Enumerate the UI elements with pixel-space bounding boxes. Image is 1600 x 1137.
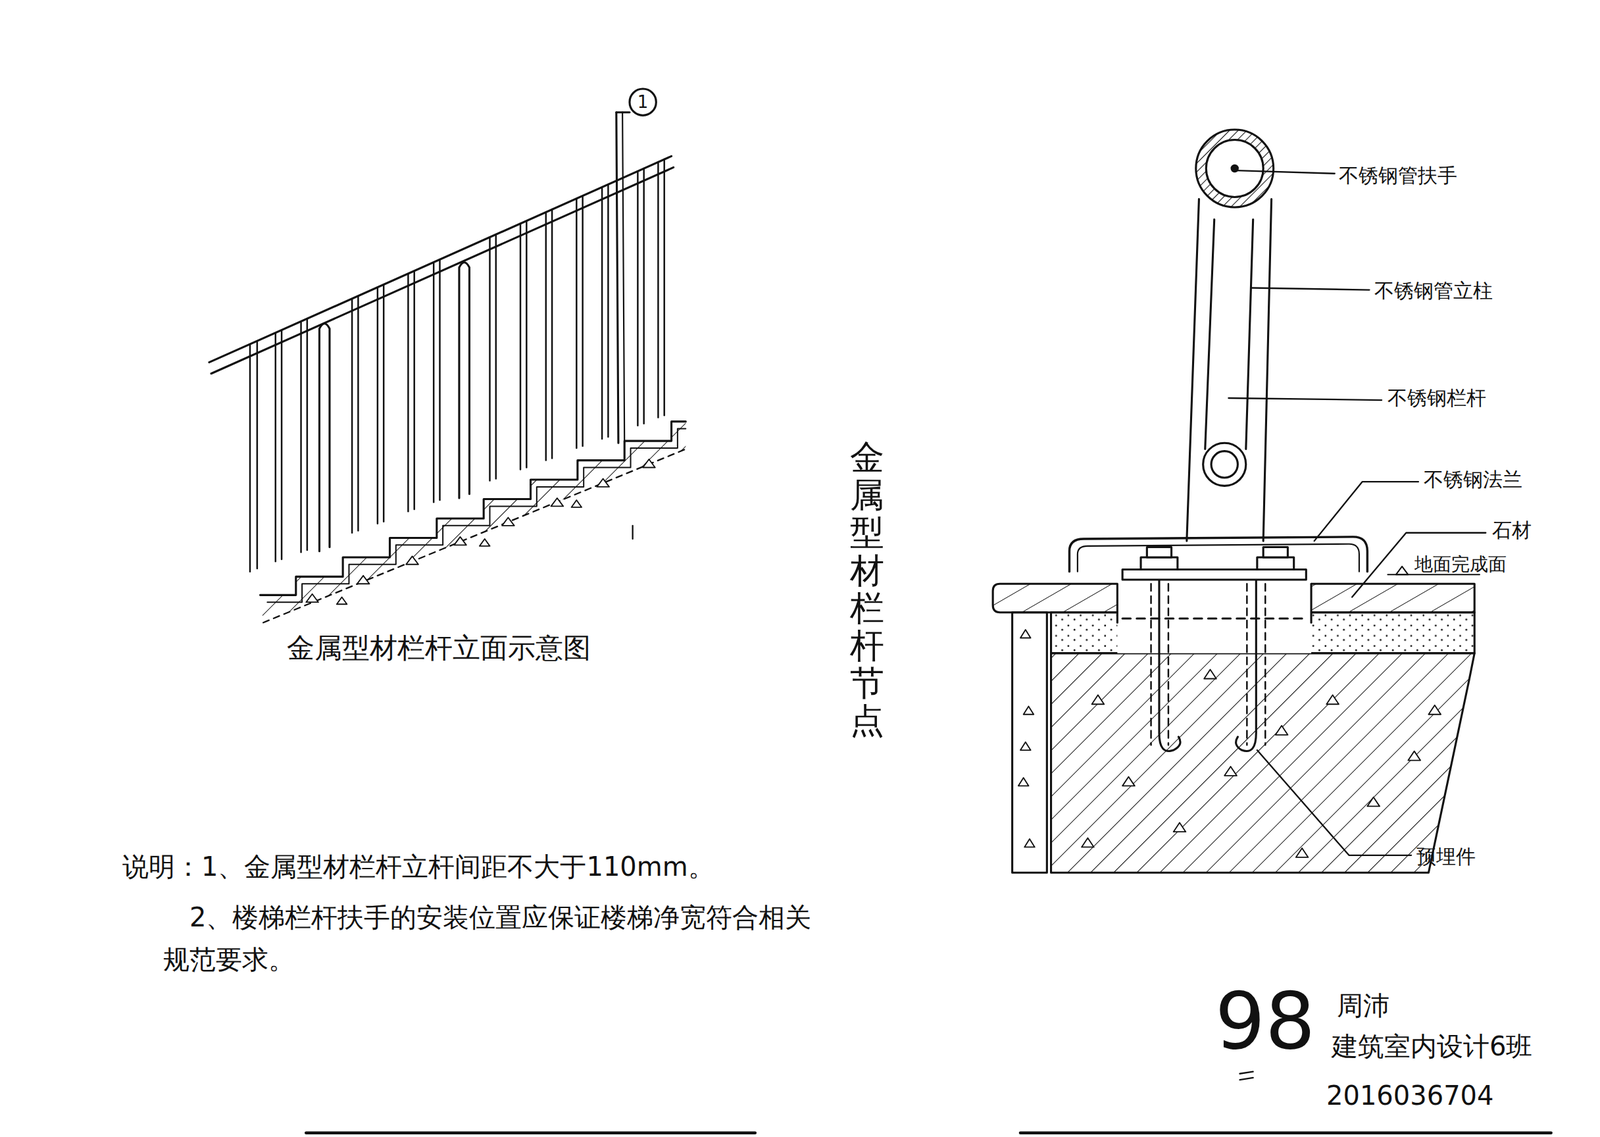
text-wrap: 金属型材栏杆立面示意图 — [286, 629, 591, 667]
student-id: 2016036704 — [1326, 1080, 1495, 1111]
part-label: 预埋件 — [1416, 843, 1476, 871]
text-wrap: 不锈钢管扶手 — [1338, 162, 1458, 190]
text-wrap: 周沛 — [1336, 987, 1390, 1024]
text-wrap: 不锈钢法兰 — [1423, 466, 1523, 494]
drawing-caption: 金属型材栏杆立面示意图 — [286, 629, 591, 667]
text-wrap: 金属型材栏杆节点 — [850, 438, 885, 741]
note-text: 说明：1、金属型材栏杆立杆间距不大于110mm。 — [122, 848, 715, 885]
vertical-title: 金属型材栏杆节点 — [850, 438, 885, 741]
text-wrap: 2016036704 — [1326, 1080, 1495, 1111]
text-wrap: 石材 — [1492, 517, 1532, 545]
text-wrap: 地面完成面 — [1414, 551, 1507, 577]
part-label: 不锈钢管扶手 — [1338, 162, 1458, 190]
part-label: 石材 — [1492, 517, 1532, 545]
text-wrap: 说明：1、金属型材栏杆立杆间距不大于110mm。 — [122, 848, 715, 885]
level-label: 地面完成面 — [1414, 551, 1507, 577]
text-wrap: 1 — [637, 92, 649, 112]
text-wrap: 2、楼梯栏杆扶手的安装位置应保证楼梯净宽符合相关规范要求。 — [163, 896, 815, 981]
part-label: 不锈钢法兰 — [1423, 466, 1523, 494]
grade-mark: 98 — [1215, 975, 1316, 1067]
text-wrap: 98 — [1215, 975, 1316, 1067]
text-wrap: 建筑室内设计6班 — [1331, 1028, 1533, 1065]
note-text: 2、楼梯栏杆扶手的安装位置应保证楼梯净宽符合相关规范要求。 — [163, 896, 815, 981]
text-wrap: 预埋件 — [1416, 843, 1476, 871]
part-label: 不锈钢栏杆 — [1387, 384, 1487, 412]
class-name: 建筑室内设计6班 — [1331, 1028, 1533, 1065]
callout-number: 1 — [637, 92, 649, 112]
author-name: 周沛 — [1336, 987, 1390, 1024]
text-wrap: 不锈钢管立柱 — [1374, 277, 1493, 305]
part-label: 不锈钢管立柱 — [1374, 277, 1493, 305]
text-wrap: 不锈钢栏杆 — [1387, 384, 1487, 412]
